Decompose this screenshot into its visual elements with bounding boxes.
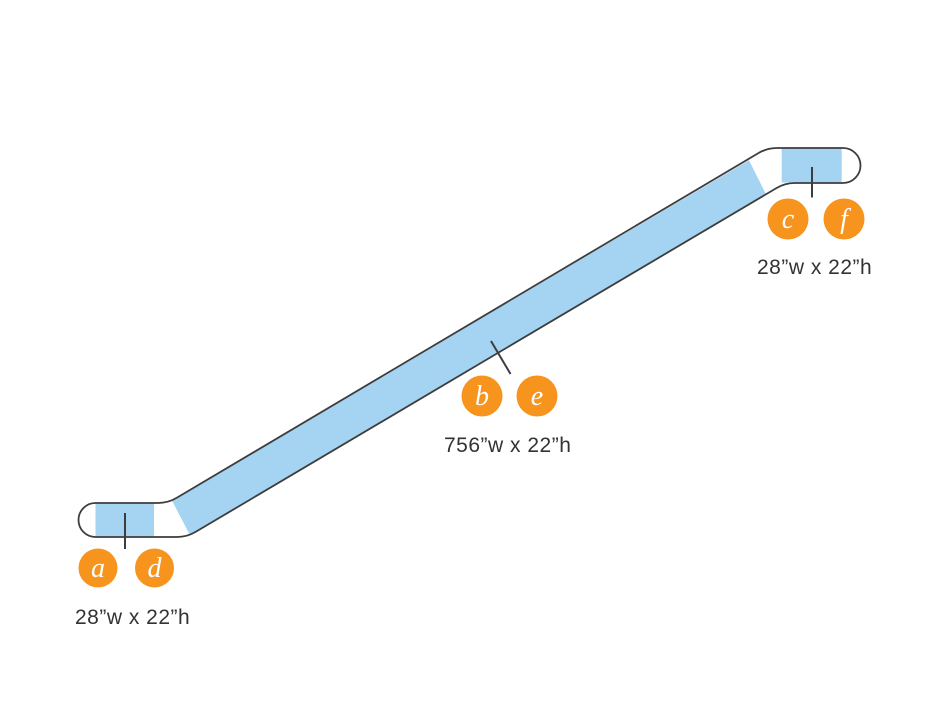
marker-b-badge — [461, 375, 503, 417]
marker-b-letter: b — [475, 381, 489, 412]
marker-e: e — [516, 375, 558, 417]
marker-f-badge — [823, 198, 865, 240]
marker-c-letter: c — [782, 204, 795, 235]
marker-c-badge — [767, 198, 809, 240]
marker-c: c — [767, 198, 809, 240]
marker-e-letter: e — [531, 381, 543, 412]
marker-a: a — [78, 548, 118, 588]
marker-d: d — [135, 548, 174, 588]
marker-f: f — [823, 198, 865, 240]
escalator-outline — [77, 147, 862, 538]
marker-e-badge — [516, 375, 558, 417]
marker-b: b — [461, 375, 503, 417]
upper-landing-dimension-label: 28”w x 22”h — [757, 256, 872, 279]
lower-landing-dimension-label: 28”w x 22”h — [75, 606, 190, 629]
incline-callout-line — [490, 340, 512, 375]
marker-d-letter: d — [148, 553, 163, 584]
incline-panel — [172, 160, 766, 536]
marker-d-badge — [135, 548, 174, 588]
marker-a-badge — [78, 548, 118, 588]
marker-a-letter: a — [91, 553, 105, 584]
incline-dimension-label: 756”w x 22”h — [444, 434, 571, 457]
marker-f-letter: f — [840, 204, 851, 235]
